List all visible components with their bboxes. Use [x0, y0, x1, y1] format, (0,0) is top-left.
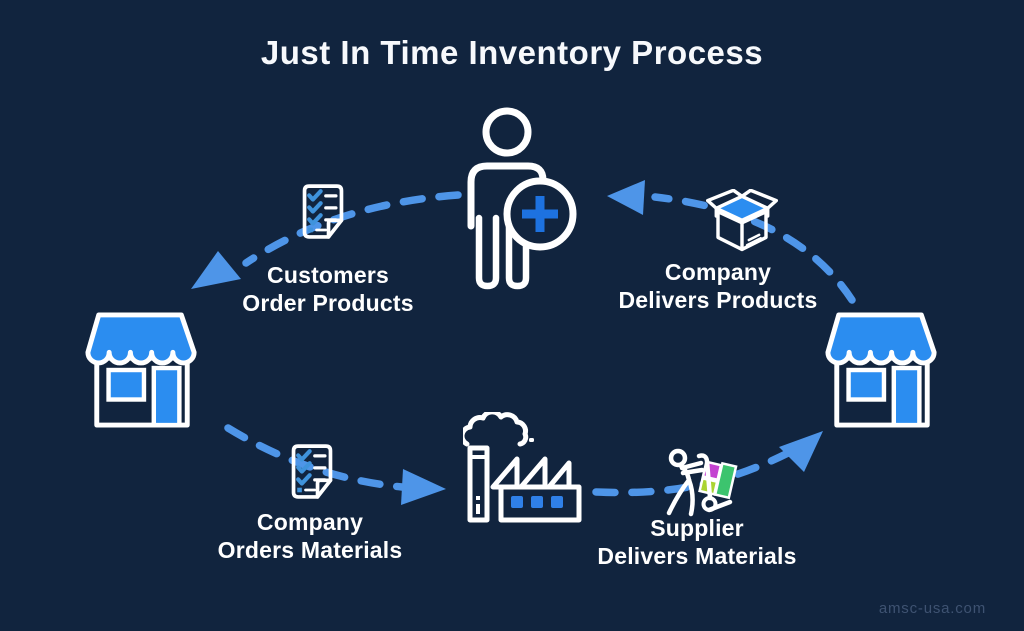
- label-line: Delivers Materials: [597, 543, 797, 569]
- checklist-document-icon: [288, 443, 336, 501]
- watermark: amsc-usa.com: [878, 600, 986, 617]
- arrow-company-orders: [224, 424, 446, 505]
- open-box-icon: [706, 188, 778, 255]
- supplier-cart-icon: [658, 444, 750, 526]
- checklist-document-icon: [299, 183, 347, 241]
- label-line: Orders Materials: [217, 537, 403, 563]
- person-plus-icon: [452, 106, 584, 292]
- storefront-icon: [823, 312, 941, 430]
- arrow-company-delivers: [607, 180, 856, 304]
- label-line: Supplier: [650, 515, 744, 541]
- label-line: Company: [664, 259, 772, 285]
- label-company-delivers: Company Delivers Products: [593, 258, 843, 314]
- label-line: Company: [256, 509, 364, 535]
- storefront-icon: [83, 312, 201, 430]
- label-company-orders: Company Orders Materials: [195, 508, 425, 564]
- label-customers-order: Customers Order Products: [213, 261, 443, 317]
- factory-icon: [459, 409, 583, 524]
- label-line: Order Products: [242, 290, 414, 316]
- label-line: Delivers Products: [618, 287, 818, 313]
- label-line: Customers: [267, 262, 389, 288]
- arrow-customers-order: [191, 191, 462, 289]
- page-title: Just In Time Inventory Process: [260, 34, 764, 71]
- label-supplier-delivers: Supplier Delivers Materials: [572, 514, 822, 570]
